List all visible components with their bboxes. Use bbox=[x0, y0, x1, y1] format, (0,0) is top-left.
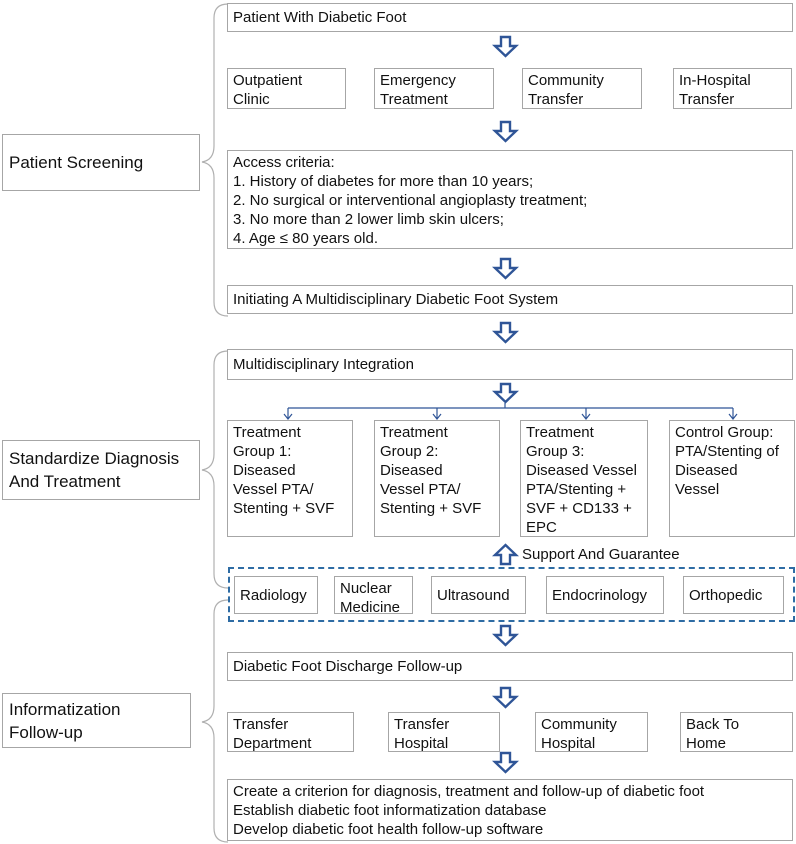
down-arrow-icon bbox=[492, 751, 519, 774]
department-endocrinology: Endocrinology bbox=[546, 576, 664, 614]
source-outpatient-clinic: Outpatient Clinic bbox=[227, 68, 346, 109]
phase-informatization-followup: Informatization Follow-up bbox=[2, 693, 191, 748]
department-nuclear-medicine: Nuclear Medicine bbox=[334, 576, 413, 616]
destination-back-to-home: Back To Home bbox=[680, 712, 793, 752]
down-arrow-icon bbox=[492, 35, 519, 58]
treatment-group-2: Treatment Group 2: Diseased Vessel PTA/ … bbox=[374, 420, 500, 537]
criterion-item: 1. History of diabetes for more than 10 … bbox=[233, 173, 534, 190]
screening-brace bbox=[201, 3, 229, 317]
discharge-followup-box: Diabetic Foot Discharge Follow-up bbox=[227, 652, 793, 681]
department-orthopedic: Orthopedic bbox=[683, 576, 784, 614]
outcome-item: Create a criterion for diagnosis, treatm… bbox=[233, 783, 705, 800]
destination-transfer-hospital: Transfer Hospital bbox=[388, 712, 500, 752]
multidisciplinary-integration-box: Multidisciplinary Integration bbox=[227, 349, 793, 380]
access-criteria-title: Access criteria: bbox=[233, 154, 335, 171]
followup-brace bbox=[201, 599, 229, 843]
support-guarantee-label: Support And Guarantee bbox=[522, 546, 680, 563]
outcome-item: Establish diabetic foot informatization … bbox=[233, 802, 547, 819]
source-community-transfer: Community Transfer bbox=[522, 68, 642, 109]
criterion-item: 4. Age ≤ 80 years old. bbox=[233, 230, 378, 247]
patient-with-diabetic-foot-box: Patient With Diabetic Foot bbox=[227, 3, 793, 32]
down-arrow-icon bbox=[492, 624, 519, 647]
treatment-group-1: Treatment Group 1: Diseased Vessel PTA/ … bbox=[227, 420, 353, 537]
department-radiology: Radiology bbox=[234, 576, 318, 614]
down-arrow-icon bbox=[492, 120, 519, 143]
up-arrow-icon bbox=[492, 543, 519, 566]
control-group: Control Group: PTA/Stenting of Diseased … bbox=[669, 420, 795, 537]
department-ultrasound: Ultrasound bbox=[431, 576, 526, 614]
support-departments-group bbox=[228, 567, 795, 622]
access-criteria-box: Access criteria: 1. History of diabetes … bbox=[227, 150, 793, 249]
down-arrow-icon bbox=[492, 321, 519, 344]
down-arrow-icon bbox=[492, 382, 519, 404]
phase-standardize-diagnosis: Standardize Diagnosis And Treatment bbox=[2, 440, 200, 500]
destination-transfer-department: Transfer Department bbox=[227, 712, 354, 752]
criterion-item: 2. No surgical or interventional angiopl… bbox=[233, 192, 588, 209]
initiate-system-box: Initiating A Multidisciplinary Diabetic … bbox=[227, 285, 793, 314]
source-emergency-treatment: Emergency Treatment bbox=[374, 68, 494, 109]
down-arrow-icon bbox=[492, 257, 519, 280]
outcome-item: Develop diabetic foot health follow-up s… bbox=[233, 821, 544, 838]
down-arrow-icon bbox=[492, 686, 519, 709]
destination-community-hospital: Community Hospital bbox=[535, 712, 648, 752]
treatment-brace bbox=[201, 350, 229, 589]
criterion-item: 3. No more than 2 lower limb skin ulcers… bbox=[233, 211, 504, 228]
treatment-group-3: Treatment Group 3: Diseased Vessel PTA/S… bbox=[520, 420, 648, 537]
source-in-hospital-transfer: In-Hospital Transfer bbox=[673, 68, 792, 109]
outcomes-box: Create a criterion for diagnosis, treatm… bbox=[227, 779, 793, 841]
phase-patient-screening: Patient Screening bbox=[2, 134, 200, 191]
